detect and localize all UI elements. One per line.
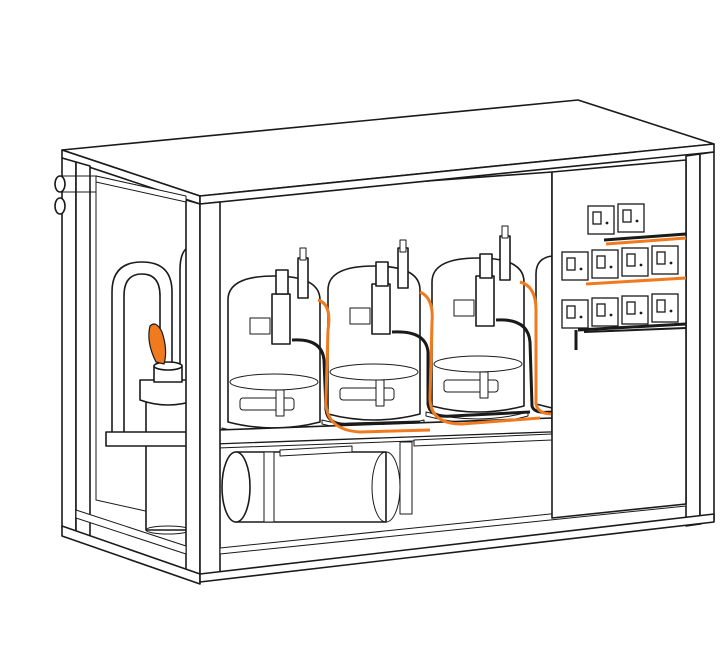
- pipe-stub-lower-icon: [54, 197, 66, 215]
- control-unit-icon: [591, 249, 619, 279]
- control-unit-icon: [621, 247, 649, 277]
- control-unit-icon: [591, 297, 619, 327]
- hoses: [291, 280, 553, 434]
- valve-handle-icon: [148, 323, 167, 365]
- tank-1: [221, 247, 325, 440]
- control-unit-icon: [651, 245, 679, 275]
- control-unit-icon: [621, 295, 649, 325]
- pipe-stubs: [54, 175, 97, 215]
- tank-3: [425, 225, 529, 424]
- tank-2: [321, 239, 425, 432]
- left-equipment: [111, 245, 197, 535]
- control-unit-icon: [587, 205, 615, 235]
- control-unit-icon: [651, 293, 679, 323]
- control-units: [561, 203, 679, 329]
- cabinet-frame: [61, 99, 715, 585]
- control-unit-icon: [561, 299, 589, 329]
- control-unit-icon: [617, 203, 645, 233]
- pipe-stub-upper-icon: [54, 175, 66, 193]
- control-unit-icon: [561, 251, 589, 281]
- tank-4-partial: [535, 255, 553, 409]
